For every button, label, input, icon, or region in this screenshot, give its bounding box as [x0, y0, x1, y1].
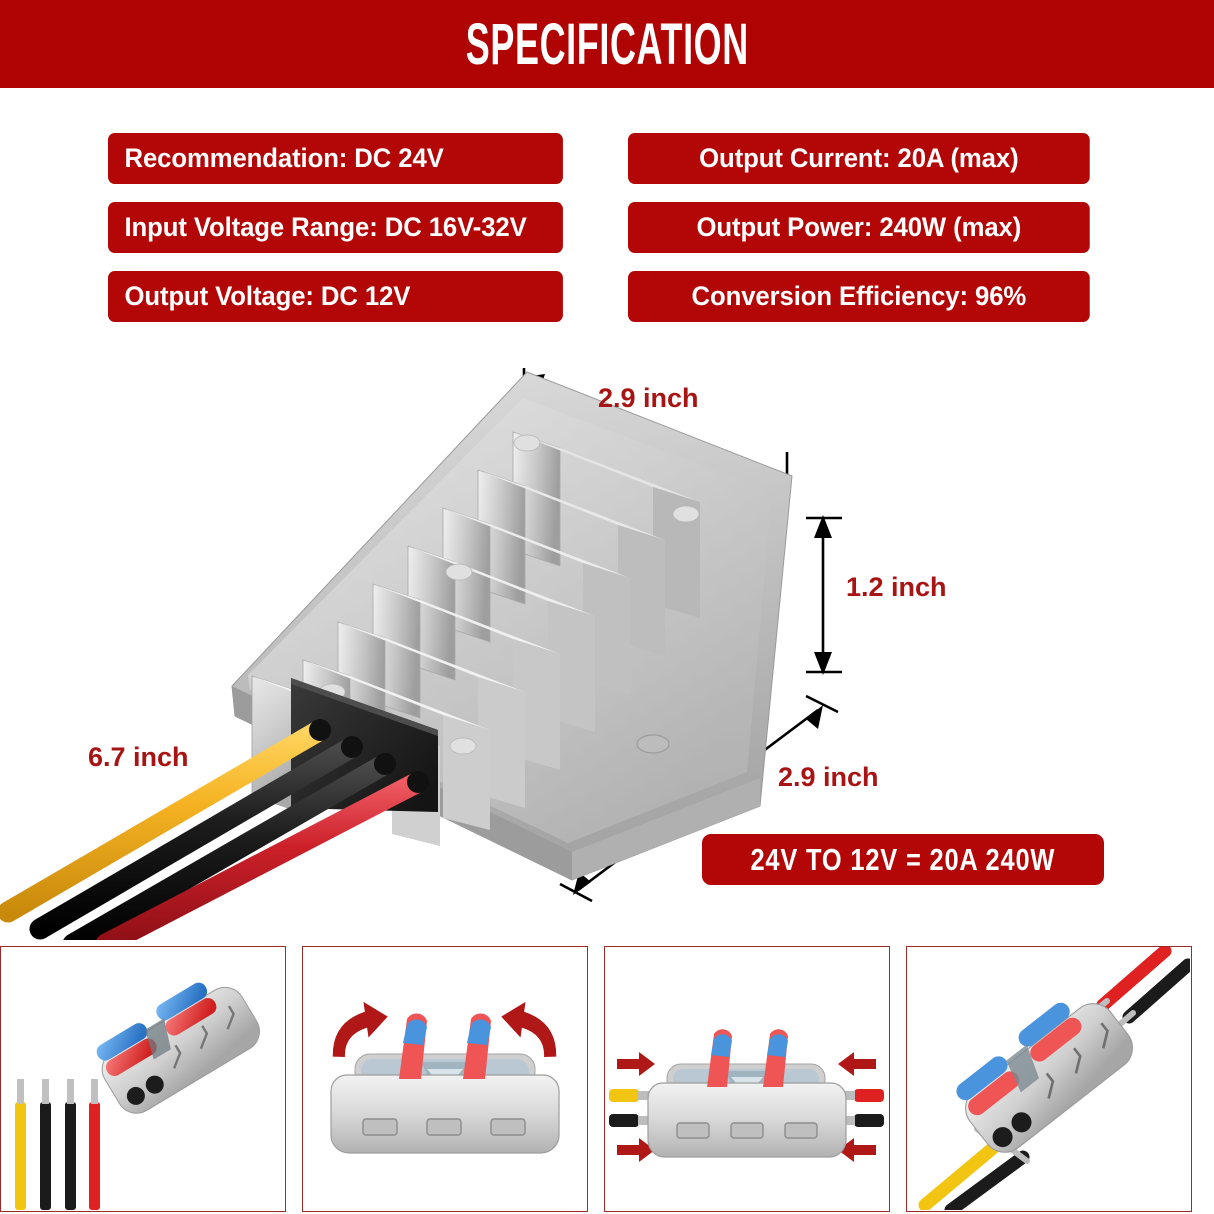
arrow-right-top	[838, 1052, 876, 1076]
raised-levers	[707, 1029, 788, 1087]
wire-port-1	[992, 1127, 1013, 1148]
spec-chip-output-current: Output Current: 20A (max)	[628, 133, 1090, 184]
stripped-tip-4	[91, 1079, 98, 1104]
panel-step-1	[0, 946, 286, 1212]
spec-chip-recommendation: Recommendation: DC 24V	[108, 133, 563, 184]
connector-body	[647, 1082, 847, 1158]
stripped-tip-1	[17, 1079, 24, 1104]
spec-column-left: Recommendation: DC 24V Input Voltage Ran…	[108, 133, 577, 322]
wire-port-2	[1011, 1112, 1032, 1133]
lever-blue-1[interactable]	[711, 1034, 732, 1057]
arrow-rotate-left	[332, 1001, 388, 1057]
specification-list: Recommendation: DC 24V Input Voltage Ran…	[108, 133, 1104, 322]
arrow-head-diag-top	[806, 705, 823, 729]
header-banner: SPECIFICATION	[0, 0, 1214, 88]
stripped-tip-2	[42, 1079, 49, 1104]
wire-black-2	[63, 753, 396, 940]
arrow-head-up	[814, 515, 832, 538]
panel-step-4	[906, 946, 1192, 1212]
front-slots	[676, 1122, 818, 1139]
wire-black-right	[854, 1114, 884, 1127]
end-cap	[291, 678, 438, 812]
wire-boot-1	[309, 719, 331, 741]
wire-black-1	[29, 736, 363, 940]
wire-black-out	[1122, 958, 1190, 1024]
product-illustration	[0, 368, 842, 940]
wire-red	[96, 771, 429, 940]
spec-column-right: Output Current: 20A (max) Output Power: …	[628, 133, 1104, 322]
panel-step-3	[604, 946, 890, 1212]
loose-wires	[15, 1079, 100, 1210]
connector-slots	[1045, 1022, 1109, 1099]
wire-yellow-in	[918, 1136, 1006, 1210]
lever-blue-2[interactable]	[1015, 999, 1073, 1050]
arrow-head-down	[814, 652, 832, 675]
lever-connector	[953, 999, 1133, 1153]
wire-boot-4	[407, 771, 429, 793]
wire-boot-2	[341, 736, 363, 758]
dimension-label-wire: 6.7 inch	[88, 742, 189, 772]
insert-arrows	[617, 1052, 876, 1162]
wire-red	[854, 1089, 884, 1102]
lever-connector-front	[647, 1029, 847, 1158]
wire-black-left	[609, 1114, 639, 1127]
wire-black-in	[944, 1150, 1030, 1210]
dimension-label-width: 2.9 inch	[598, 383, 699, 413]
installation-steps	[0, 946, 1214, 1214]
lever-blue-1[interactable]	[953, 1053, 1011, 1104]
lever-connector	[94, 980, 260, 1114]
lever-connector-front	[330, 1013, 560, 1154]
conversion-ribbon: 24V TO 12V = 20A 240W	[702, 834, 1104, 885]
lever-blue-1[interactable]	[94, 1020, 151, 1063]
output-wires	[0, 719, 429, 940]
lever-blue-2[interactable]	[767, 1034, 788, 1057]
wire-red	[89, 1102, 100, 1210]
arrow-left-bottom	[617, 1138, 655, 1162]
dimension-label-depth: 2.9 inch	[778, 762, 879, 792]
arrow-right-bottom	[838, 1138, 876, 1162]
dimension-label-height: 1.2 inch	[846, 572, 947, 602]
lever-blue-2[interactable]	[153, 980, 210, 1023]
wire-yellow	[0, 719, 331, 923]
spec-chip-conversion-efficiency: Conversion Efficiency: 96%	[628, 271, 1090, 322]
mounting-hole	[636, 734, 670, 754]
lever-blue-1[interactable]	[403, 1019, 427, 1045]
lever-red-1[interactable]	[103, 1036, 160, 1079]
wire-yellow	[609, 1089, 639, 1102]
spec-chip-input-voltage-range: Input Voltage Range: DC 16V-32V	[108, 202, 563, 253]
center-wedge	[1006, 1044, 1040, 1093]
front-slots	[362, 1118, 526, 1136]
wire-black-1	[40, 1102, 51, 1210]
wire-black-2	[65, 1102, 76, 1210]
center-wedge	[145, 1018, 171, 1060]
panel-step-2	[302, 946, 588, 1212]
wire-boot-3	[374, 753, 396, 775]
spec-chip-output-voltage: Output Voltage: DC 12V	[108, 271, 563, 322]
arrow-rotate-right	[501, 1001, 557, 1057]
wire-port-2	[145, 1075, 164, 1094]
raised-levers	[399, 1013, 491, 1079]
lever-red-2[interactable]	[163, 995, 220, 1038]
stripped-tip-3	[67, 1079, 74, 1104]
page-title: SPECIFICATION	[465, 11, 749, 77]
connector-slots	[173, 1005, 235, 1069]
wire-yellow	[15, 1102, 26, 1210]
lever-blue-2[interactable]	[467, 1019, 491, 1045]
wire-port-1	[126, 1086, 145, 1105]
conversion-ribbon-text: 24V TO 12V = 20A 240W	[750, 841, 1056, 877]
spec-chip-output-power: Output Power: 240W (max)	[628, 202, 1090, 253]
lever-red-2[interactable]	[1027, 1014, 1085, 1065]
lever-red-1[interactable]	[965, 1068, 1023, 1119]
dimension-arrow-right	[806, 516, 842, 674]
rotate-arrows	[332, 1001, 557, 1057]
wire-red-out	[1096, 947, 1172, 1012]
arrow-left-top	[617, 1052, 655, 1076]
connector-body	[330, 1074, 560, 1154]
